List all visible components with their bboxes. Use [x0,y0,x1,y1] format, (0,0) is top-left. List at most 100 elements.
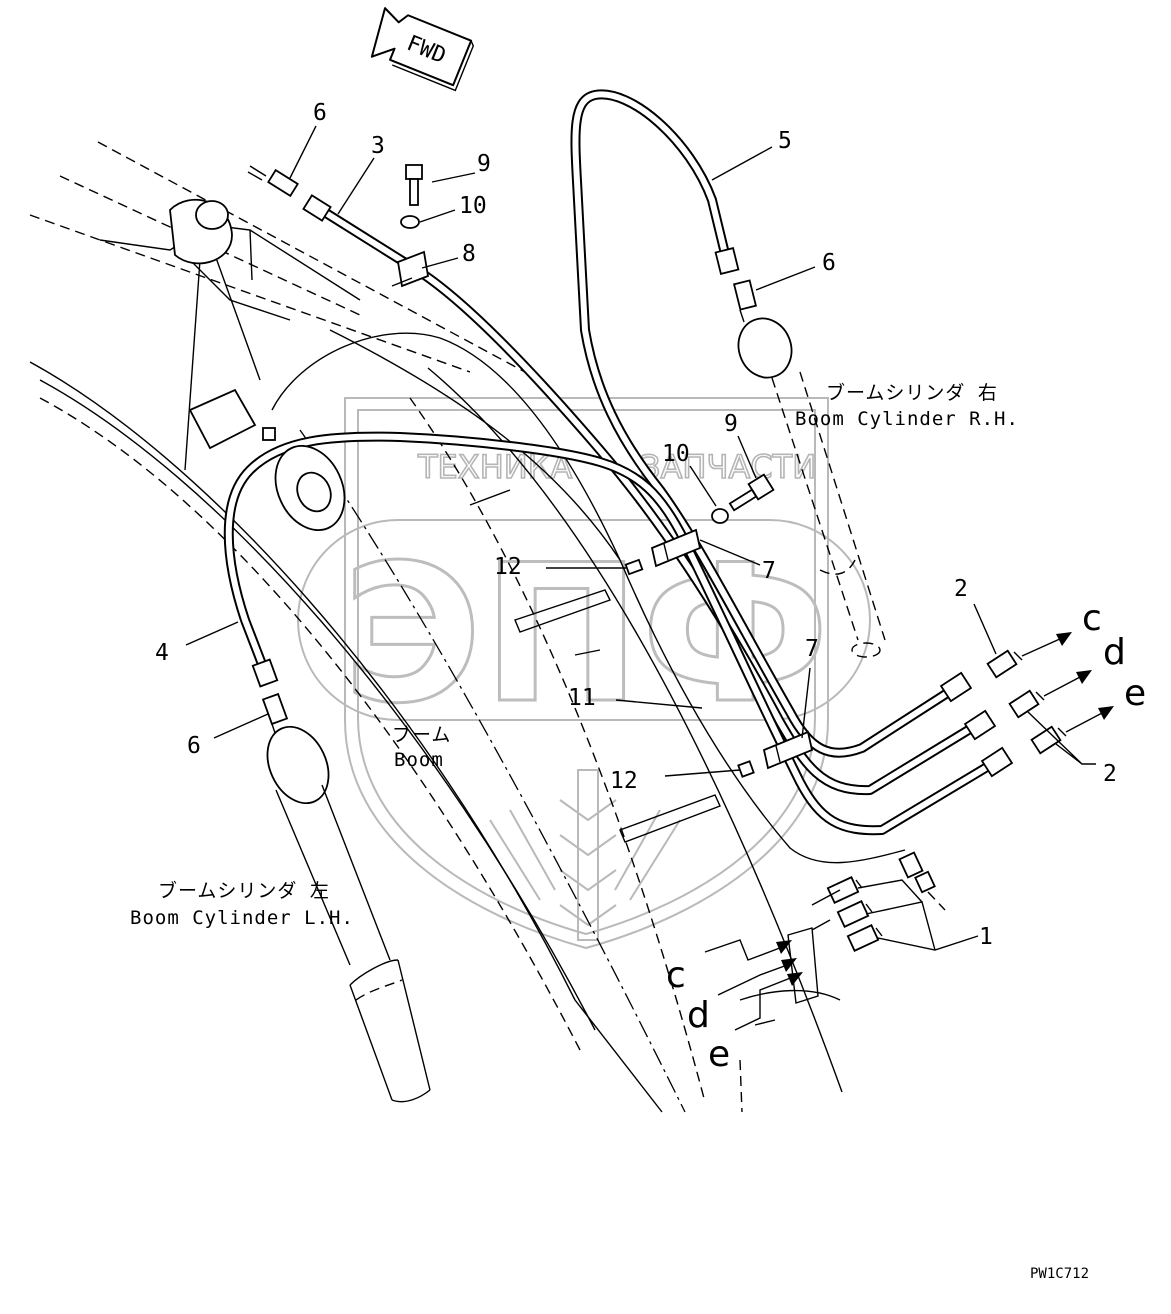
bolt-9-lower [728,473,775,512]
callout-7-lower: 7 [805,636,819,662]
boom-cylinder-rh [737,317,886,658]
callout-2-upper: 2 [954,576,968,602]
bracket-e [734,974,799,1031]
label-boom-cylinder-lh-jp: ブームシリンダ 左 [158,879,330,902]
watermark-logo: ЭПФ [343,524,830,745]
callout-9-upper: 9 [477,151,491,177]
hose-4-right-nut [980,746,1014,778]
boom-right-hidden-edge [409,397,706,1103]
hose-5-end-nut [714,247,740,275]
boom-junction-block [188,388,257,450]
boom-port-plate [787,927,819,1004]
conn-out-c: c [1082,598,1102,639]
callout-10-upper: 10 [459,193,487,219]
fitting-6-right [733,279,757,323]
incoming-arrows [704,889,841,1031]
leader-lines [185,125,1096,951]
harness-continuation [927,891,946,911]
callout-12-lower: 12 [610,768,638,794]
label-boom-cylinder-lh-en: Boom Cylinder L.H. [130,907,354,929]
callout-6-upper-left: 6 [313,100,327,126]
boom-side-hidden-edge [39,397,581,1051]
callout-2-lower: 2 [1103,761,1117,787]
label-boom-en: Boom [394,749,444,771]
watermark-right-word: ЗАПЧАСТИ [640,448,816,486]
watermark-shield-inner [357,409,816,936]
watermark-band [297,519,871,721]
callout-6-right: 6 [822,250,836,276]
conn-out-e: e [1124,673,1146,714]
callout-5: 5 [778,128,792,154]
washer-10-lower [711,508,729,524]
fwd-label: FWD [403,31,449,69]
boom-cylinder-rh-eye [737,317,793,379]
hose-5-right-nut [939,671,973,703]
boom-cylinder-lh [266,725,431,1103]
fitting-1-top [826,876,863,904]
watermark: ТЕХНИКА ЗАПЧАСТИ ЭПФ [297,397,871,950]
conn-out-d: d [1103,632,1126,673]
boom-cylinder-lh-eye [266,725,330,805]
fitting-2-bottom [1030,725,1067,755]
boom-top-hidden-line-2 [97,141,526,373]
hose-3-end-nut [302,194,332,222]
harness-cable [271,332,906,864]
boom-top-hidden-line-1 [29,214,471,373]
boom-pivot-pin [274,444,346,532]
arrow-c-out [1021,637,1063,657]
fwd-arrow: FWD [370,7,475,92]
connection-letters: c d e c d e [666,598,1146,1075]
fitting-2-top [986,649,1023,679]
conn-in-c: c [666,955,686,996]
callout-11: 11 [568,685,596,711]
callout-10-lower: 10 [662,441,690,467]
boom-plate-marks-upper [469,489,611,656]
label-boom-jp: ブーム [392,723,451,746]
boom-centerline [299,429,686,1113]
hose-5 [570,89,955,758]
callout-4: 4 [155,640,169,666]
arrow-e-out [1065,711,1105,733]
callouts: 6 3 9 10 8 5 6 9 10 7 12 2 4 7 11 6 12 2… [155,100,1117,950]
outgoing-arrows [1021,632,1114,733]
hose-ends [251,194,1014,778]
clip-12-lower [737,760,755,778]
fwd-arrow-outline [370,7,473,87]
boom-junction-plug [262,427,276,441]
conn-in-e: e [708,1034,730,1075]
fitting-6-upper-left [247,165,299,198]
fwd-arrow-shadow [391,40,475,92]
harness-connector [898,851,924,879]
callout-7-upper: 7 [762,558,776,584]
boom-plate-marks-lower [619,794,776,1026]
hose-4 [223,431,995,836]
label-boom-cylinder-rh-en: Boom Cylinder R.H. [795,408,1019,430]
fitting-1-bottom [846,924,883,952]
label-boom-cylinder-rh-jp: ブームシリンダ 右 [826,381,998,404]
boom-outer-edge [29,361,663,1113]
drawing-code: PW1C712 [1030,1266,1089,1282]
clamp-8 [391,250,430,288]
clamp-7-upper [650,528,702,568]
clamp-7-lower [762,730,814,770]
part-labels: ブームシリンダ 右 Boom Cylinder R.H. ブーム Boom ブー… [130,381,1019,929]
callout-12-upper: 12 [494,554,522,580]
conn-in-d: d [687,995,710,1036]
boom-lower-seam [739,989,841,1001]
fitting-2-middle [1008,689,1045,719]
callout-3: 3 [371,133,385,159]
callout-6-lower-left: 6 [187,733,201,759]
callout-1: 1 [979,924,993,950]
callout-9-lower: 9 [724,411,738,437]
arrow-d-out [1043,675,1083,697]
clip-12-upper [624,558,644,576]
bracket-c [704,939,786,961]
boom [29,141,843,1113]
callout-8: 8 [462,241,476,267]
washer-10-upper [400,215,420,229]
boom-web-line [329,329,621,561]
bolt-9-upper [405,164,423,206]
boom-lower-hidden-line [739,1059,743,1113]
bracket-d [717,963,791,996]
